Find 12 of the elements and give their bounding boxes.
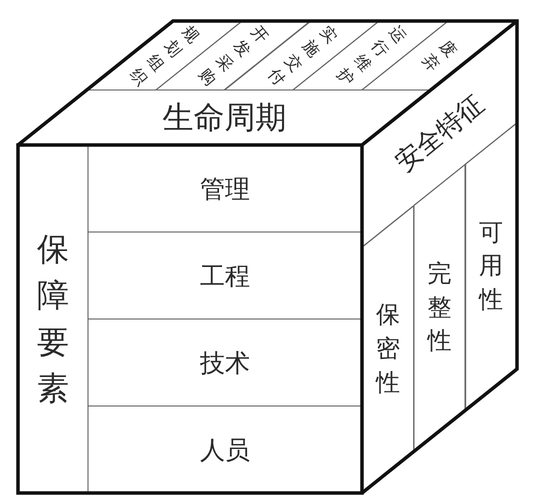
row-label: 工程: [200, 262, 250, 290]
row-label: 技术: [200, 348, 250, 376]
row-label: 人员: [200, 436, 250, 464]
phase-label: 废弃: [418, 35, 462, 76]
band-title: 生命周期: [162, 100, 286, 135]
column-title: 保障要素: [37, 229, 69, 410]
property-column: [465, 123, 517, 410]
row-label: 管理: [200, 174, 250, 202]
column-label: 保密性: [376, 300, 400, 398]
band-title: 安全特征: [390, 90, 489, 178]
column-label: 可用性: [479, 217, 504, 316]
column-label: 完整性: [427, 258, 452, 357]
